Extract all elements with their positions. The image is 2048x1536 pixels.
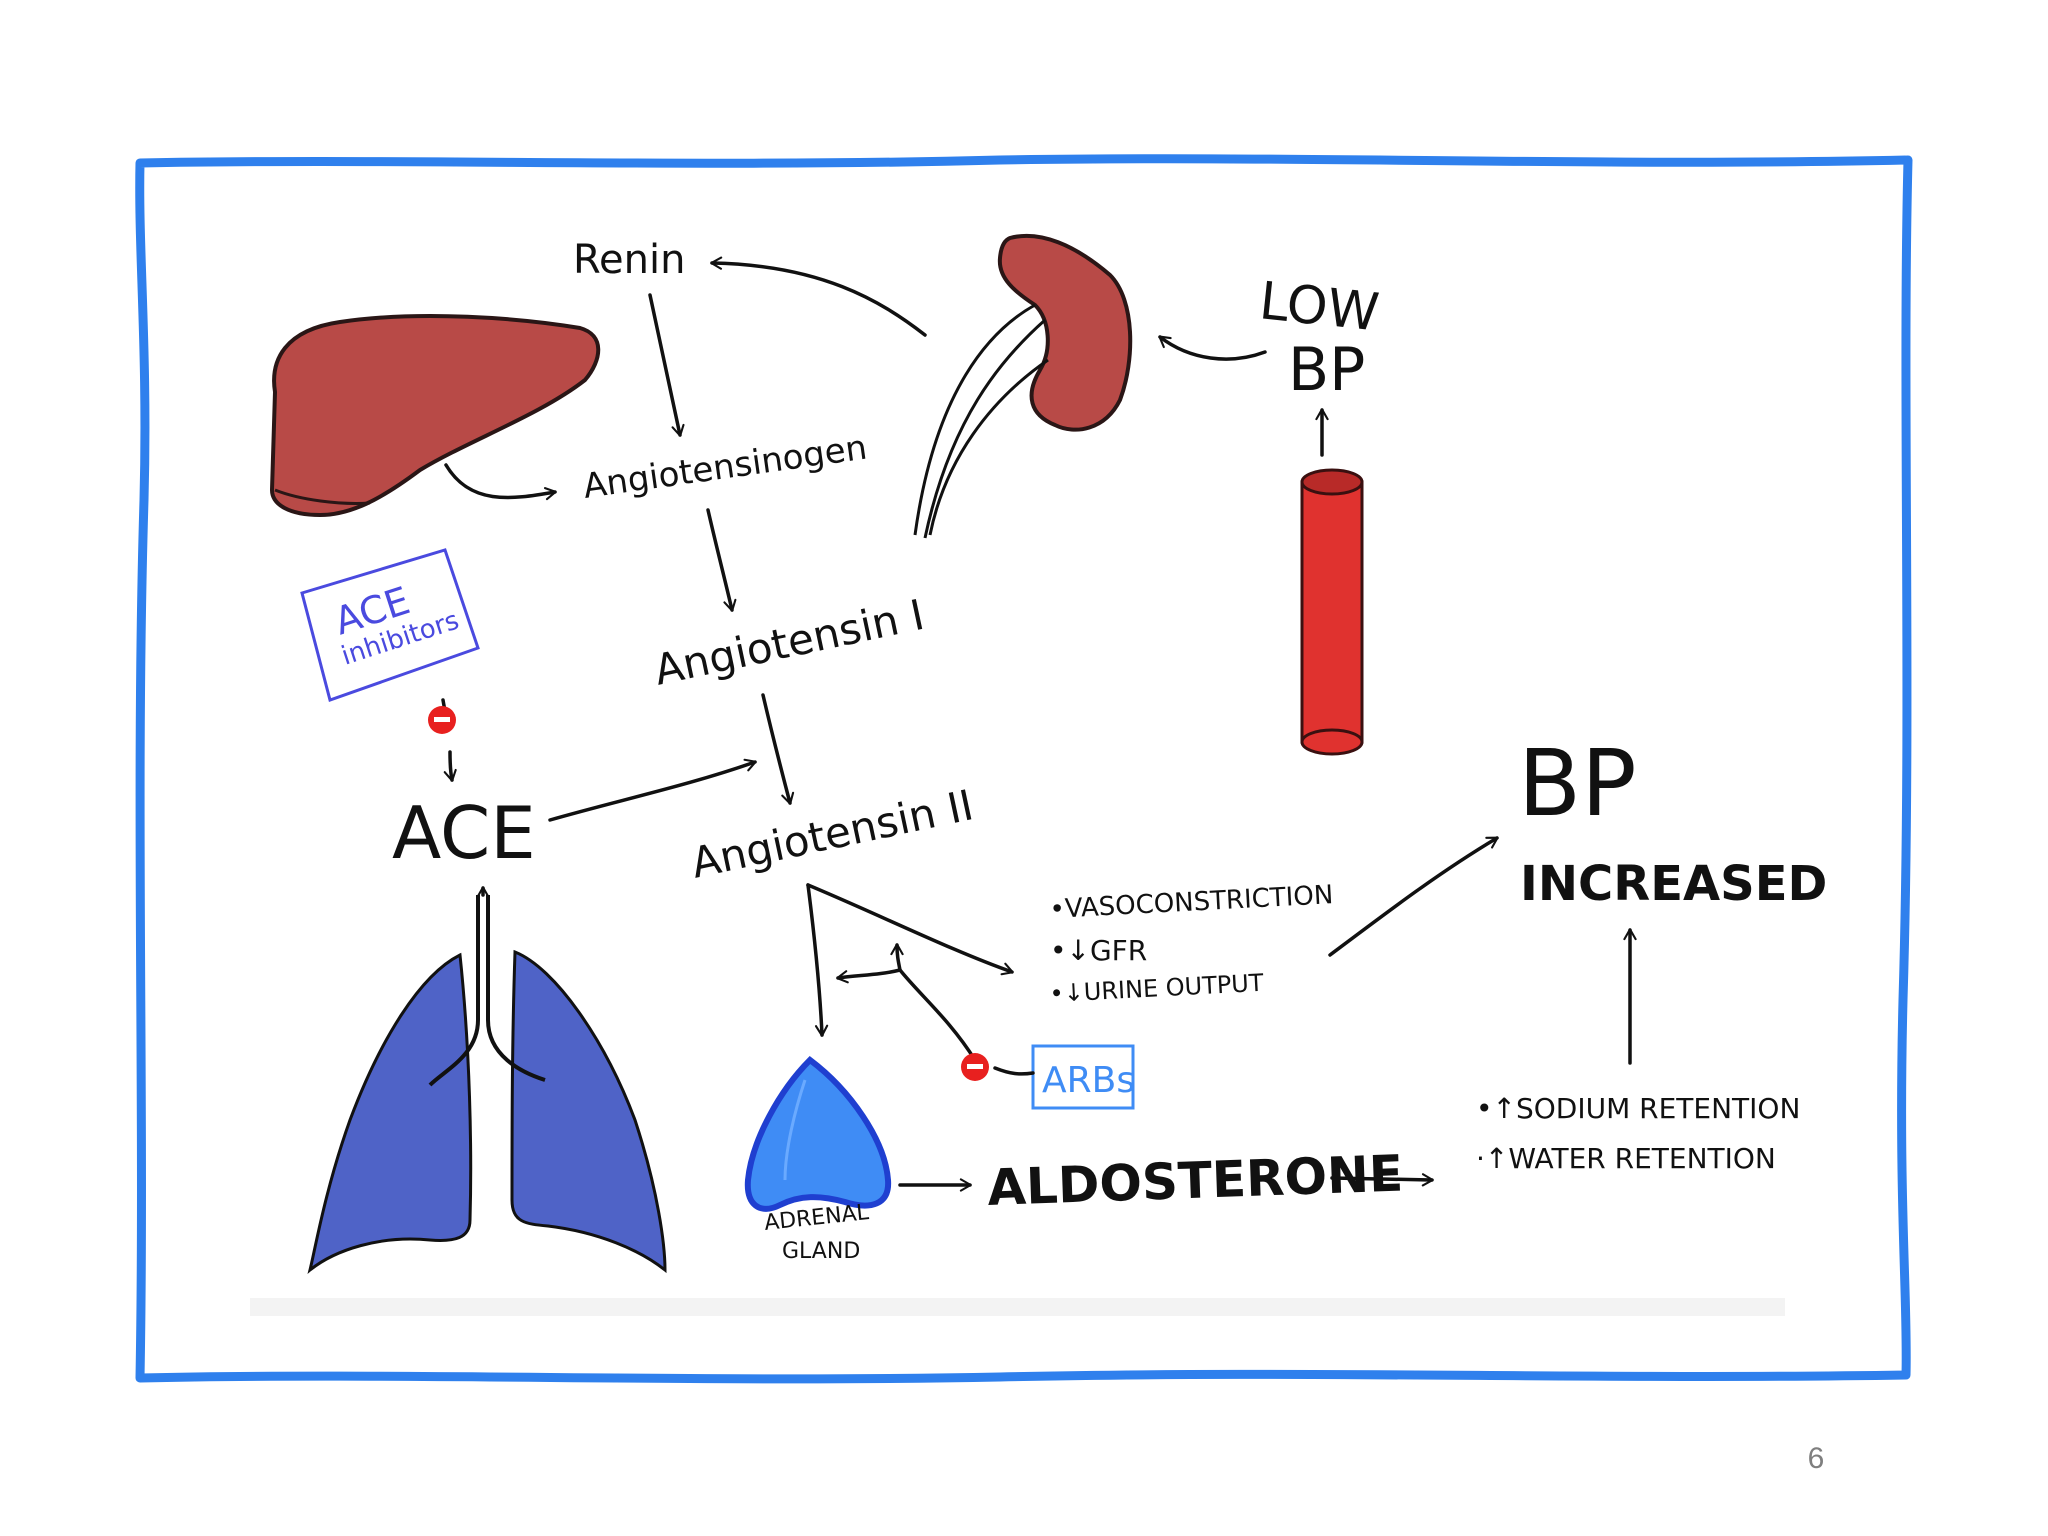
inhibition-markers	[428, 706, 989, 1081]
arrow-inhibitor-to-ace	[443, 750, 457, 782]
arrow-aldosterone-to-retention	[1330, 1173, 1434, 1187]
arrow-ang1-to-ang2	[761, 693, 795, 805]
lungs-illustration	[307, 895, 667, 1274]
ace-inhibitors-box	[300, 548, 480, 702]
label-adrenal-gland-line2: GLAND	[782, 1239, 860, 1264]
adrenal-gland-illustration	[744, 1056, 892, 1212]
arrow-angiotensinogen-to-ang1	[706, 508, 737, 612]
arrow-kidney-to-renin	[710, 256, 927, 337]
kidney-illustration	[913, 233, 1133, 539]
image-edge-strip	[250, 1298, 1785, 1316]
effect-item: •↓GFR	[1050, 934, 1147, 967]
arb-block-icon	[961, 1053, 989, 1081]
arrb-block-branch	[898, 968, 977, 1062]
blood-vessel-illustration	[1300, 468, 1364, 756]
arrow-ang2-to-effects	[806, 883, 1014, 976]
retention-item: •↑SODIUM RETENTION	[1476, 1092, 1800, 1125]
label-arbs: ARBs	[1042, 1060, 1135, 1101]
label-increased: INCREASED	[1520, 856, 1827, 912]
label-low-bp-line2: BP	[1288, 335, 1365, 405]
label-low-bp-line1: LOW	[1257, 271, 1382, 343]
label-renin: Renin	[573, 237, 685, 283]
arrows	[441, 256, 1637, 1192]
arrow-effects-to-bp	[1328, 836, 1499, 957]
arrow-ace-to-conversion	[548, 758, 757, 822]
page-number: 6	[1807, 1442, 1825, 1475]
label-bp: BP	[1518, 730, 1637, 837]
arrow-liver-to-angiotensinogen	[444, 463, 557, 501]
arrow-ang2-to-adrenal	[806, 883, 829, 1037]
label-ace: ACE	[392, 791, 536, 875]
arrow-lowbp-to-kidney	[1158, 335, 1267, 361]
arrow-renin-to-angiotensinogen	[648, 293, 685, 437]
liver-illustration	[269, 313, 601, 518]
arbs-box	[1031, 1044, 1135, 1110]
ace-inhibitor-block-icon	[428, 706, 456, 734]
retention-item: ·↑WATER RETENTION	[1476, 1142, 1776, 1175]
